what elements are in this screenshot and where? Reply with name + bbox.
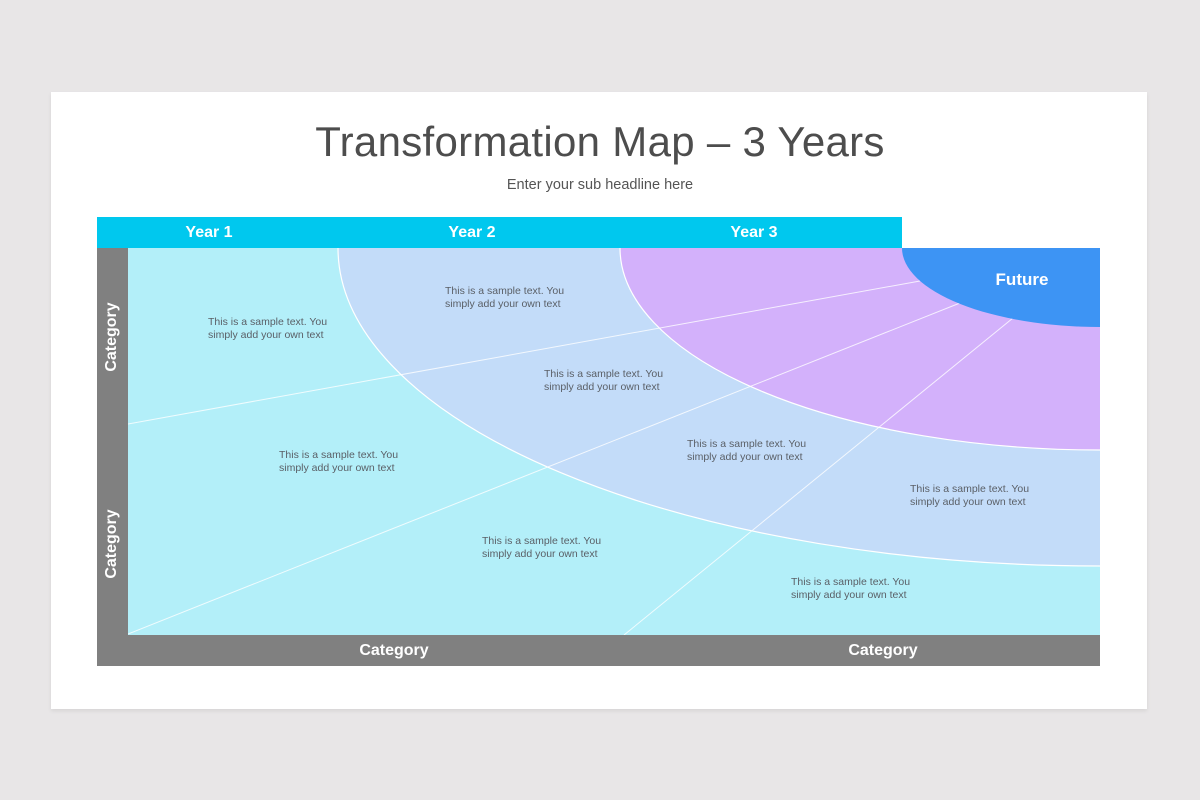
note-text: This is a sample text. You simply add yo… (791, 576, 911, 601)
note-text: This is a sample text. You simply add yo… (544, 368, 664, 393)
page-title: Transformation Map – 3 Years (315, 118, 885, 165)
year-1-label: Year 1 (185, 224, 233, 241)
divider-line (623, 317, 1014, 635)
left-axis: Category Category (97, 248, 128, 666)
note-text: This is a sample text. You simply add yo… (279, 449, 399, 474)
note-text: This is a sample text. You simply add yo… (445, 285, 565, 310)
divider-line (128, 280, 921, 425)
year-header-bar: Year 1 Year 2 Year 3 (97, 217, 902, 248)
left-axis-category-bottom: Category (103, 509, 120, 579)
page-subtitle: Enter your sub headline here (506, 177, 694, 193)
left-axis-category-top: Category (103, 302, 120, 372)
year-2-label: Year 2 (448, 224, 496, 241)
future-label: Future (995, 270, 1049, 289)
year-3-label: Year 3 (730, 224, 778, 241)
note-text: This is a sample text. You simply add yo… (687, 438, 807, 463)
bottom-axis-category-left: Category (359, 642, 429, 659)
note-text: This is a sample text. You simply add yo… (482, 535, 602, 560)
region-future (902, 248, 1100, 327)
divider-line (128, 302, 961, 635)
note-text: This is a sample text. You simply add yo… (208, 316, 328, 341)
note-text: This is a sample text. You simply add yo… (910, 483, 1030, 508)
bottom-axis-category-right: Category (848, 642, 918, 659)
bottom-axis: Category Category (97, 635, 1100, 666)
